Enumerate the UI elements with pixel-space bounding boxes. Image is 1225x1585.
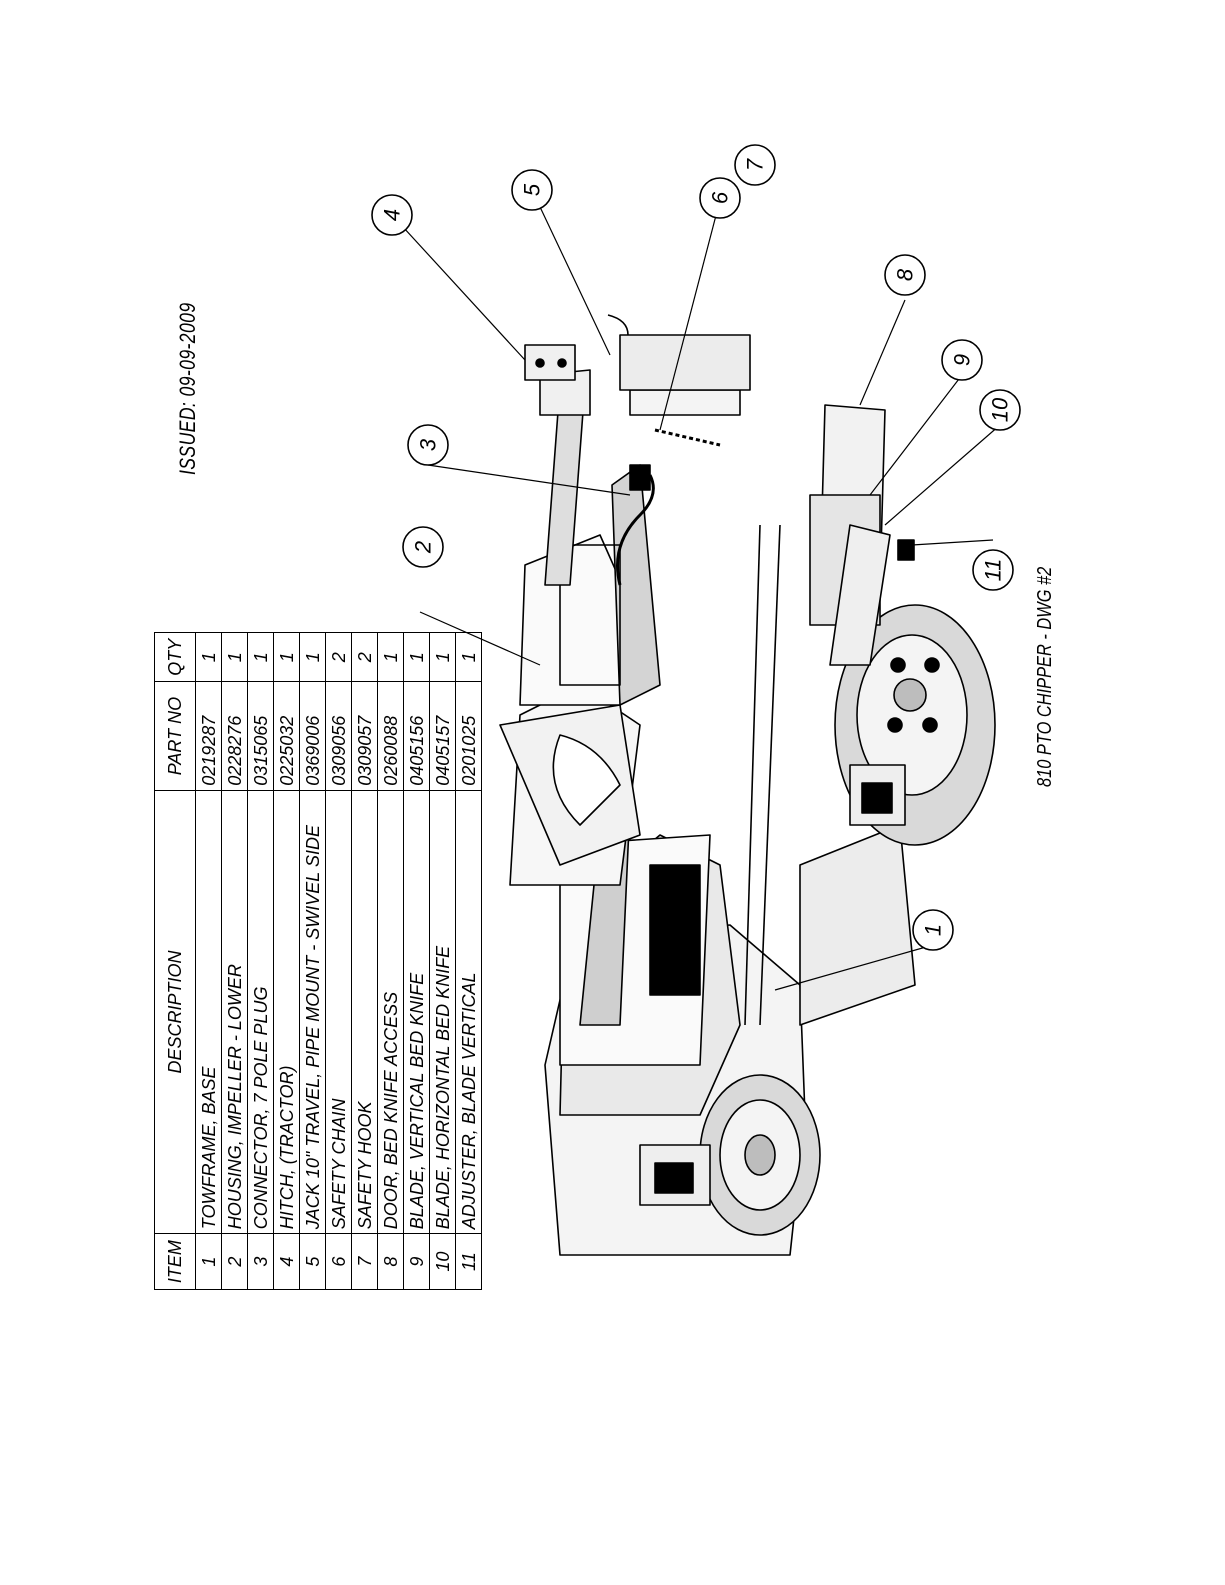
callout-labels: 1 2 3 4 5 6 7 8 9 10 11 xyxy=(380,158,1013,936)
callout-9: 9 xyxy=(950,354,975,366)
callout-7: 7 xyxy=(743,158,768,171)
callout-2: 2 xyxy=(411,541,436,554)
callout-5: 5 xyxy=(520,183,545,196)
hitch-part xyxy=(524,344,576,381)
drawing-title: 810 PTO CHIPPER - DWG #2 xyxy=(1034,566,1056,787)
callout-4: 4 xyxy=(380,209,405,221)
safety-chain-part xyxy=(654,428,721,447)
callout-11: 11 xyxy=(981,559,1006,582)
leader-lines xyxy=(391,189,1001,991)
left-wheel xyxy=(699,1074,821,1236)
light-boxes xyxy=(639,764,906,1206)
callout-3: 3 xyxy=(416,438,441,451)
blade-adjuster-part xyxy=(897,539,915,561)
callout-8: 8 xyxy=(893,268,918,281)
connector-plug-part xyxy=(616,464,655,586)
callout-1: 1 xyxy=(921,924,946,936)
horizontal-blade-part xyxy=(829,524,891,666)
callout-6: 6 xyxy=(708,191,733,204)
jack-part xyxy=(607,314,751,416)
callout-balloons xyxy=(371,144,1021,951)
callout-10: 10 xyxy=(988,397,1013,422)
